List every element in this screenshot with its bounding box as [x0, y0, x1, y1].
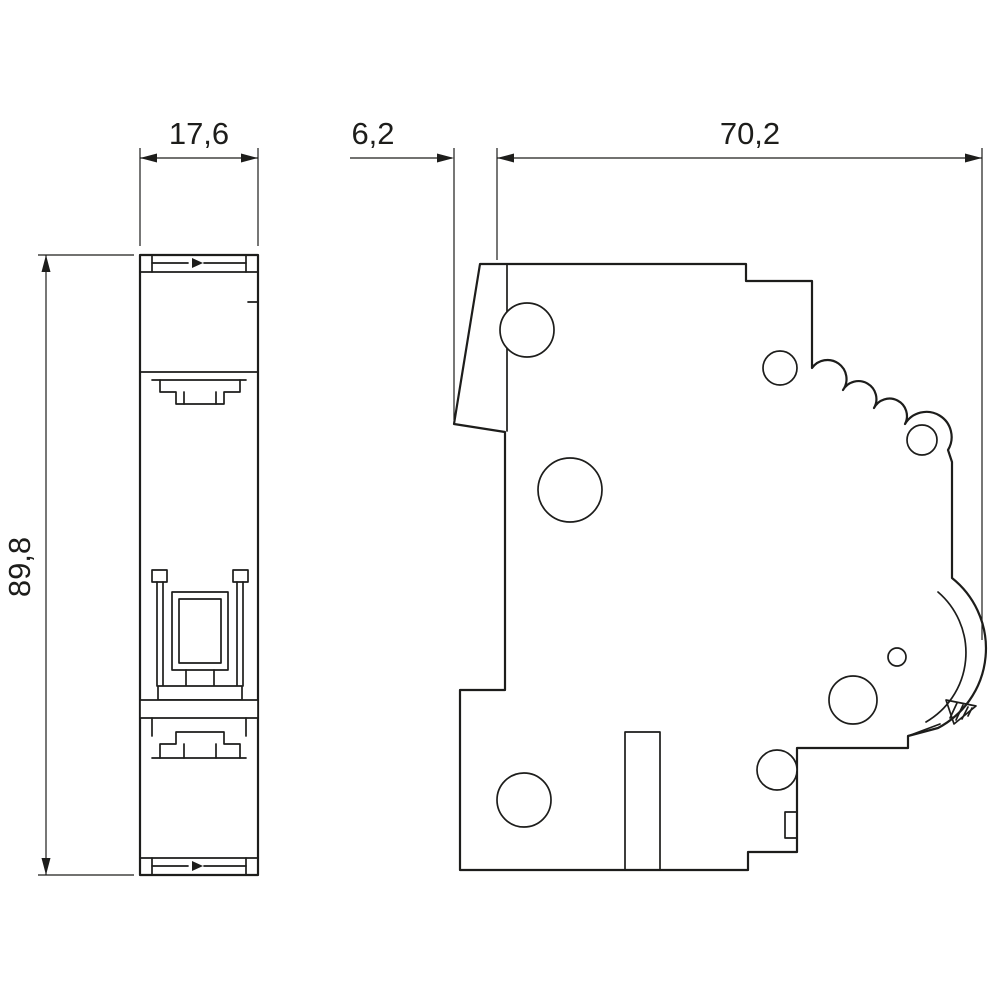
dimension-label-front-width: 17,6 — [169, 116, 229, 151]
dimension-front-offset: 6,2 — [350, 116, 455, 420]
front-toggle-area — [139, 569, 259, 719]
din-clip-inner-arc — [925, 591, 967, 723]
front-upper-terminal — [139, 371, 259, 405]
front-top-clip — [139, 254, 259, 273]
bottom-center-mark — [192, 861, 203, 871]
dimension-label-front-offset: 6,2 — [351, 116, 394, 151]
din-clip-link-line — [907, 723, 941, 737]
hole-middle — [537, 457, 603, 523]
hole-clip-large — [828, 675, 878, 725]
dimension-depth: 70,2 — [496, 116, 983, 640]
toggle-base-bar — [157, 685, 243, 701]
front-cross-band — [139, 699, 259, 719]
toggle-lever-inner — [178, 598, 222, 664]
hole-bottom-left — [496, 772, 552, 828]
dimension-label-height: 89,8 — [2, 537, 37, 597]
front-bottom-clip — [139, 857, 259, 876]
side-small-tab — [784, 811, 798, 839]
hole-upper-right — [762, 350, 798, 386]
dimension-front-width: 17,6 — [139, 116, 259, 246]
dimension-height: 89,8 — [2, 254, 134, 876]
front-view — [138, 253, 260, 877]
latch-pawl-hatched — [945, 699, 977, 725]
dimension-label-depth: 70,2 — [720, 116, 780, 151]
hole-top-left — [499, 302, 555, 358]
hole-lower-right — [756, 749, 798, 791]
bottom-slot — [624, 731, 661, 871]
side-view — [452, 262, 987, 872]
front-view-body-outline — [138, 253, 260, 877]
hole-scallop-right — [906, 424, 938, 456]
front-lower-terminal — [151, 717, 247, 759]
top-center-mark — [192, 258, 203, 268]
hole-clip-small — [887, 647, 907, 667]
